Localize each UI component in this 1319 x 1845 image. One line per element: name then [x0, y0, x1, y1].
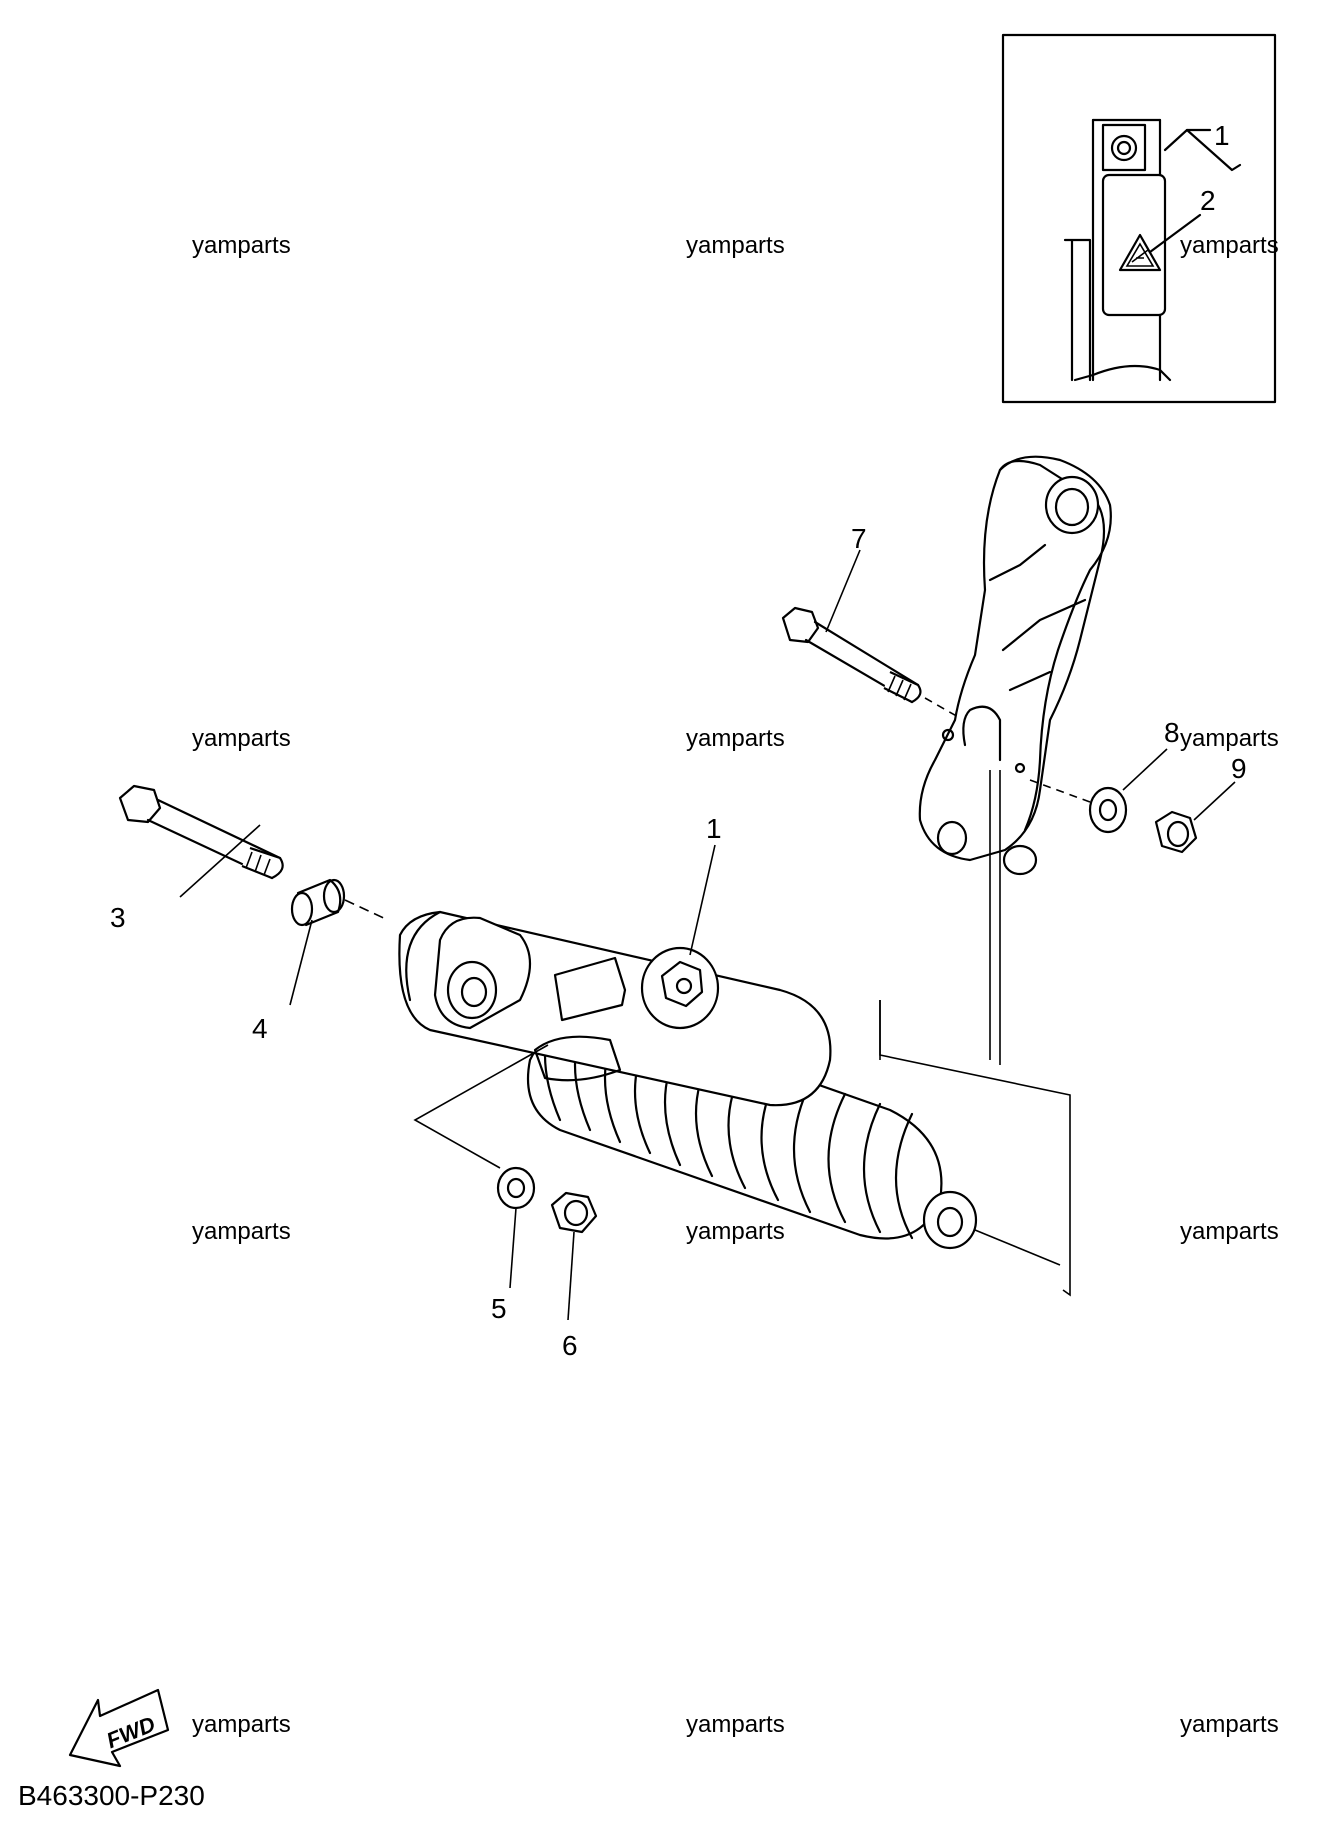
callout-3: 3 [110, 902, 126, 933]
watermark: yamparts [192, 725, 291, 752]
watermark: yamparts [192, 1218, 291, 1245]
nut-9 [1154, 810, 1198, 854]
relay-arm [918, 455, 1112, 876]
callout-1: 1 [706, 813, 722, 844]
callout-4: 4 [252, 1013, 268, 1044]
lower-eye [922, 1190, 978, 1250]
callout-7: 7 [851, 523, 867, 554]
inset-detail: 1 2 [1001, 33, 1277, 404]
rear-shock-absorber [398, 910, 1061, 1266]
inset-callout-2: 2 [1200, 185, 1216, 216]
washer-8 [1029, 779, 1128, 834]
inset-eyelet [1101, 123, 1147, 172]
watermark: yamparts [192, 232, 291, 259]
watermark: yamparts [1180, 1711, 1279, 1738]
callout-6: 6 [562, 1330, 578, 1361]
watermark: yamparts [192, 1711, 291, 1738]
inset-callout-1: 1 [1214, 120, 1230, 151]
collar-4 [290, 878, 389, 927]
fwd-arrow-icon: FWD [68, 1688, 170, 1768]
bolt-7 [781, 606, 961, 719]
nut-6 [550, 1191, 598, 1234]
watermark: yamparts [686, 232, 785, 259]
watermark: yamparts [686, 1218, 785, 1245]
callout-5: 5 [491, 1293, 507, 1324]
leader-lines [179, 549, 1236, 1321]
watermark: yamparts [1180, 725, 1279, 752]
upper-eye [446, 960, 498, 1020]
callout-8: 8 [1164, 717, 1180, 748]
assembly-lines [413, 770, 1071, 1297]
watermark: yamparts [686, 1711, 785, 1738]
watermark: yamparts [1180, 232, 1279, 259]
watermark: yamparts [1180, 1218, 1279, 1245]
washer-5 [496, 1166, 536, 1210]
bolt-3 [118, 784, 284, 880]
watermark: yamparts [686, 725, 785, 752]
diagram-code: B463300-P230 [18, 1780, 205, 1811]
callout-9: 9 [1231, 753, 1247, 784]
